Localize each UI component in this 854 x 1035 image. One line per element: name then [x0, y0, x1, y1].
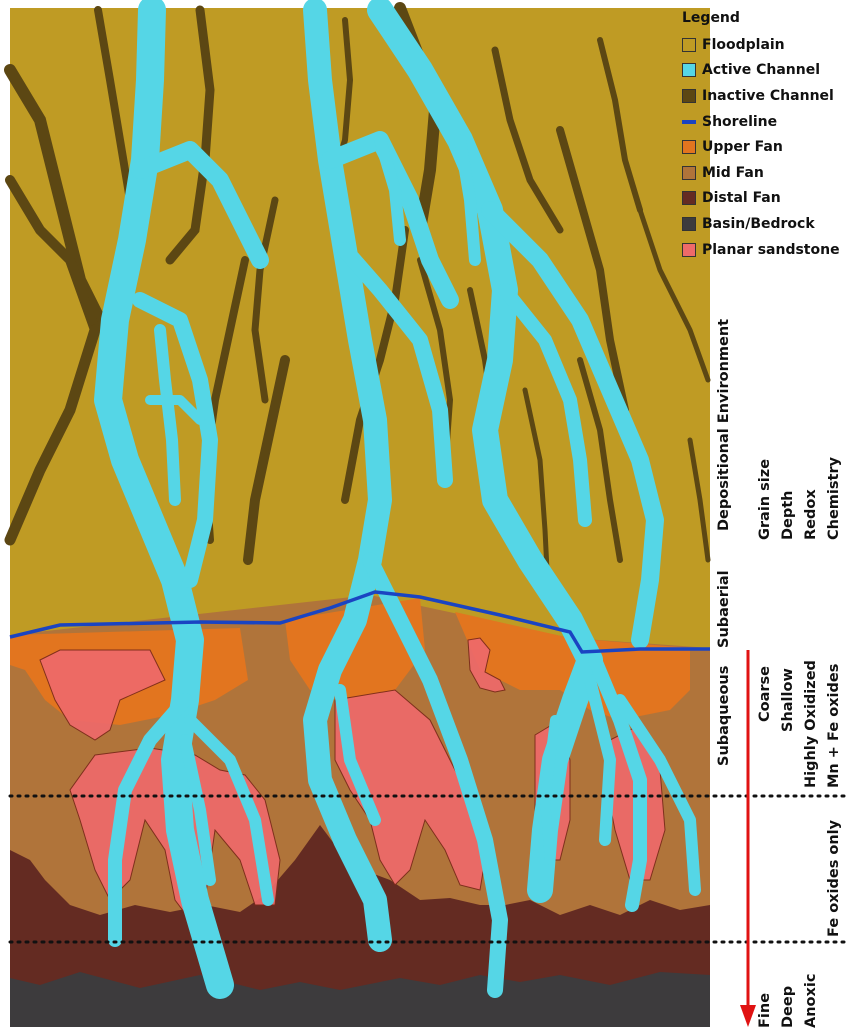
subaerial-label: Subaerial [716, 570, 732, 648]
legend-label: Basin/Bedrock [702, 216, 815, 232]
legend-label: Inactive Channel [702, 88, 834, 104]
active-channel-swatch [682, 63, 696, 77]
legend-label: Planar sandstone [702, 242, 840, 258]
lower-redox: Anoxic [803, 974, 819, 1028]
legend-item-shoreline: Shoreline [672, 109, 854, 135]
legend-label: Distal Fan [702, 190, 781, 206]
legend-item-upper-fan: Upper Fan [672, 134, 854, 160]
distal-fan-swatch [682, 191, 696, 205]
upper-depth: Shallow [780, 668, 796, 732]
upper-grain-size: Coarse [757, 666, 773, 722]
subaqueous-label: Subaqueous [716, 666, 732, 766]
property-redox: Redox [803, 489, 819, 540]
property-grain-size: Grain size [757, 459, 773, 540]
legend-label: Active Channel [702, 62, 820, 78]
depositional-environment-label: Depositional Environment [716, 319, 732, 531]
property-depth: Depth [780, 490, 796, 540]
upper-redox: Highly Oxidized [803, 660, 819, 788]
legend-item-planar-sandstone: Planar sandstone [672, 237, 854, 263]
lower-depth: Deep [780, 986, 796, 1028]
lower-grain-size: Fine [757, 993, 773, 1028]
legend-label: Shoreline [702, 114, 777, 130]
gradient-arrowhead [740, 1005, 756, 1027]
legend-label: Upper Fan [702, 139, 783, 155]
mid-fan-swatch [682, 166, 696, 180]
property-chemistry: Chemistry [826, 457, 842, 540]
upper-chemistry: Mn + Fe oxides [826, 664, 842, 788]
shoreline-swatch [682, 120, 696, 124]
legend-title: Legend [682, 10, 854, 26]
legend-item-distal-fan: Distal Fan [672, 186, 854, 212]
inactive-channel-swatch [682, 89, 696, 103]
legend-item-basin-bedrock: Basin/Bedrock [672, 211, 854, 237]
basin-bedrock-swatch [682, 217, 696, 231]
floodplain-swatch [682, 38, 696, 52]
legend-item-floodplain: Floodplain [672, 32, 854, 58]
legend: Legend Floodplain Active Channel Inactiv… [672, 6, 854, 262]
legend-item-inactive-channel: Inactive Channel [672, 83, 854, 109]
legend-item-active-channel: Active Channel [672, 58, 854, 84]
planar-sandstone-swatch [682, 243, 696, 257]
legend-label: Mid Fan [702, 165, 764, 181]
middle-chemistry: Fe oxides only [826, 820, 842, 937]
legend-label: Floodplain [702, 37, 785, 53]
legend-item-mid-fan: Mid Fan [672, 160, 854, 186]
upper-fan-swatch [682, 140, 696, 154]
